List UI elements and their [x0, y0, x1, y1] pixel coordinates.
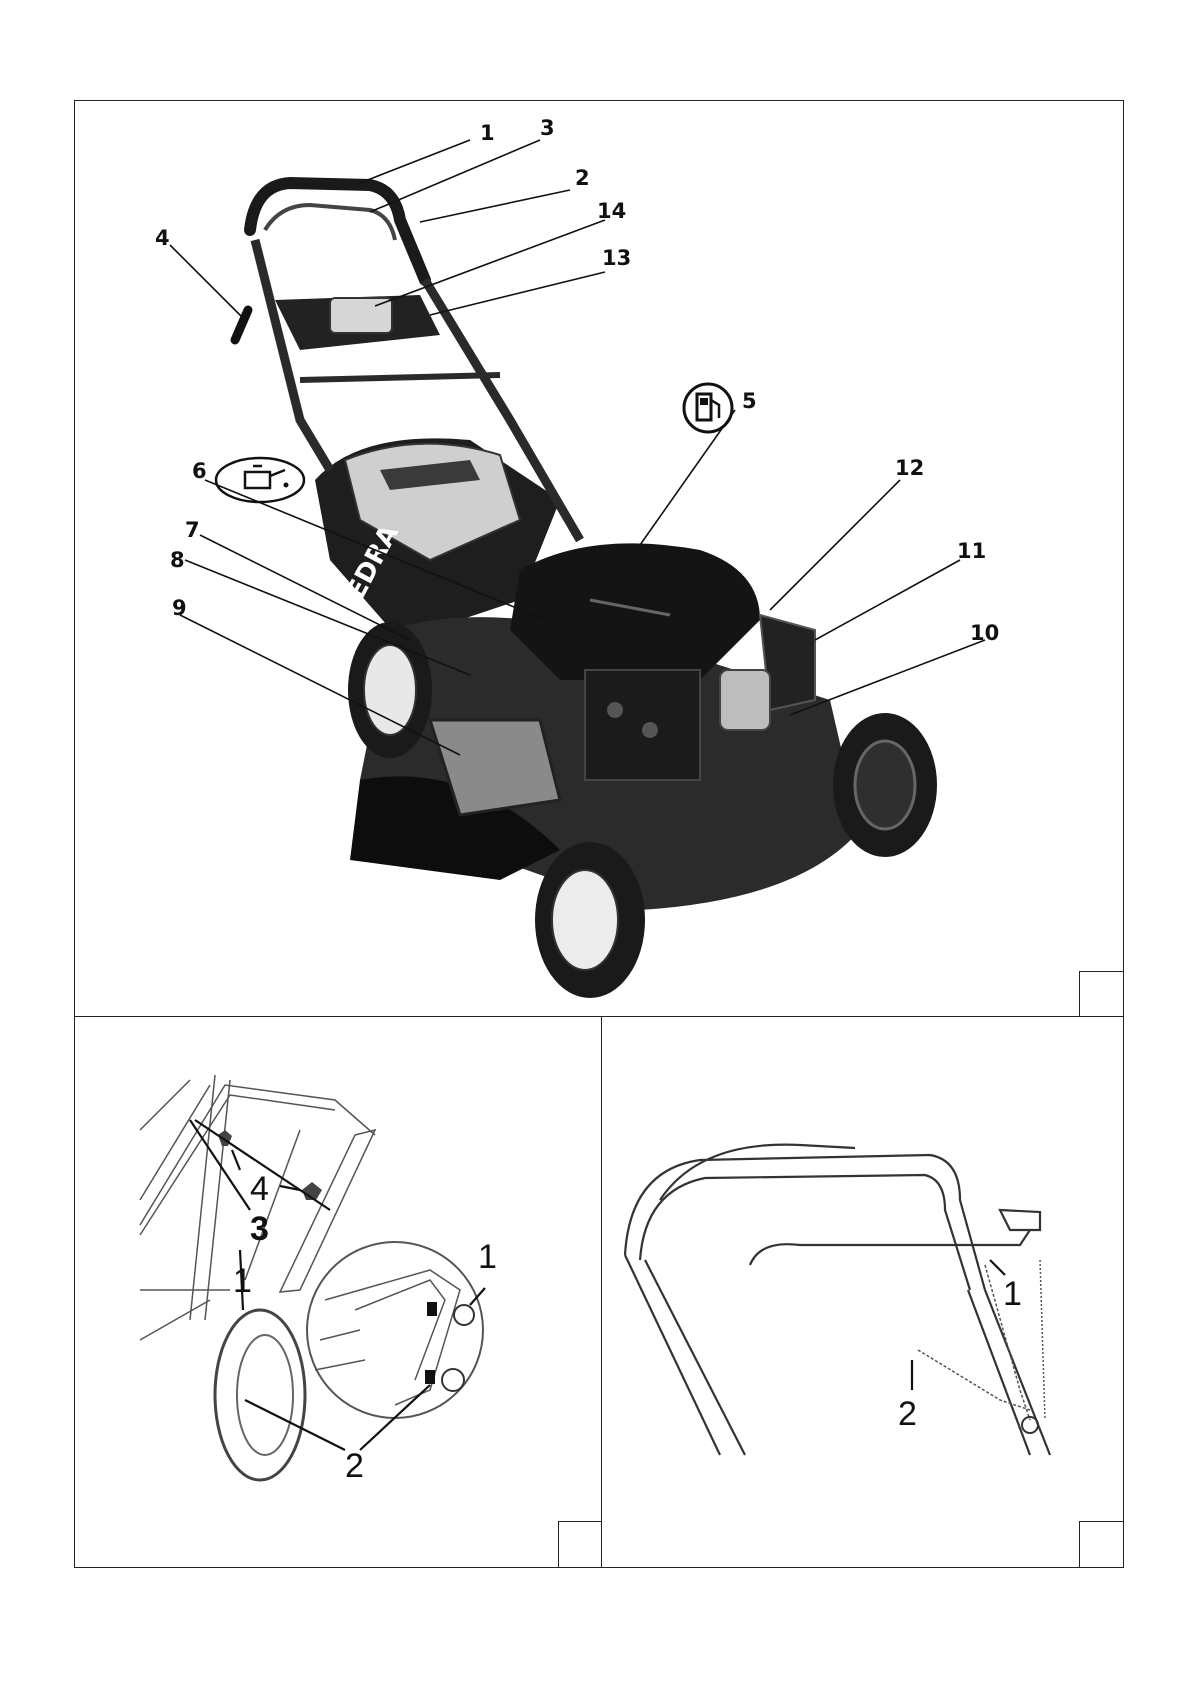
lawn-mower-illustration: DEDRA [155, 116, 999, 998]
cable-attachment-illustration: 1 2 [613, 1125, 1066, 1455]
callout-12: 12 [895, 456, 924, 480]
callout-2: 2 [575, 166, 590, 190]
fig3-callout-1: 1 [1003, 1275, 1022, 1313]
callout-6: 6 [192, 459, 207, 483]
handle-left-bar [255, 240, 330, 470]
callout-9: 9 [172, 596, 187, 620]
fig2-callout-3: 3 [250, 1210, 269, 1248]
fig3-callout-2: 2 [898, 1395, 917, 1433]
callout-14: 14 [597, 199, 626, 223]
callout-1: 1 [480, 121, 495, 145]
callout-11: 11 [957, 539, 986, 563]
fig2-callout-1-right: 1 [478, 1238, 497, 1276]
front-left-wheel [535, 842, 645, 998]
engine-cover [510, 543, 760, 680]
fig2-callout-1-left: 1 [233, 1262, 252, 1300]
handle-mounting-illustration: 1 1 2 3 4 [140, 1075, 497, 1485]
fig2-callout-2: 2 [345, 1447, 364, 1485]
front-right-wheel [833, 713, 937, 857]
muffler [585, 670, 700, 780]
callout-10: 10 [970, 621, 999, 645]
callout-5: 5 [742, 389, 757, 413]
callout-13: 13 [602, 246, 631, 270]
fig2-callout-4: 4 [250, 1170, 269, 1208]
carburetor [720, 670, 770, 730]
callout-3: 3 [540, 116, 555, 140]
callout-4: 4 [155, 226, 170, 250]
handlebar [250, 183, 425, 280]
oil-can-icon [216, 458, 304, 502]
callout-8: 8 [170, 548, 185, 572]
callout-7: 7 [185, 518, 200, 542]
detail-magnifier [307, 1242, 483, 1418]
height-adjust-lever [235, 310, 248, 340]
